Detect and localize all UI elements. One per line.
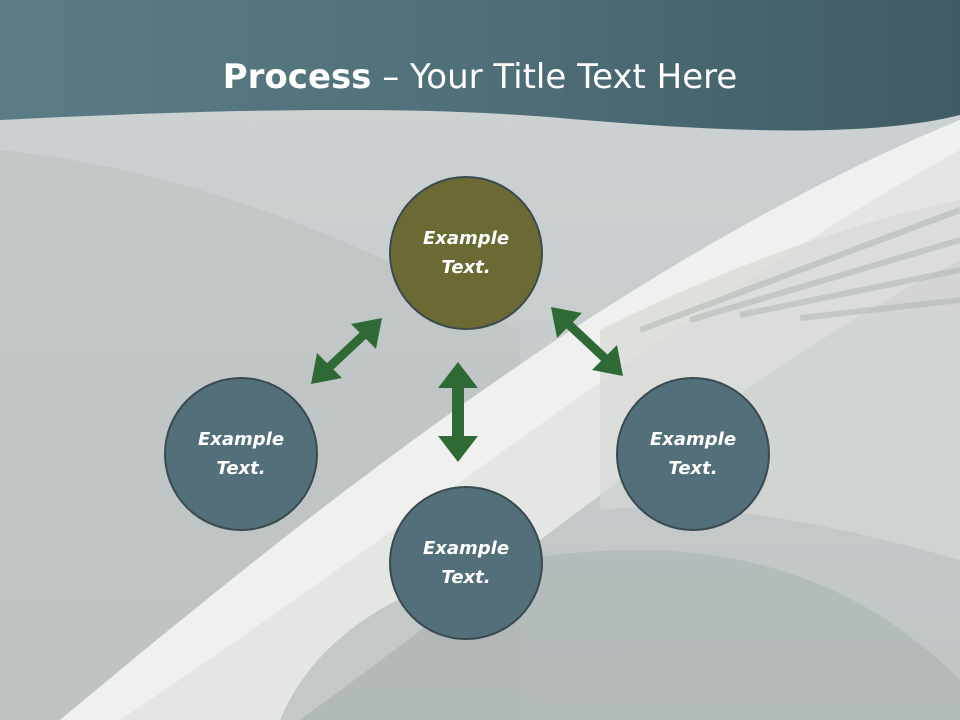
node-left-line2: Text.	[216, 458, 266, 479]
node-bottom-line1: Example	[422, 538, 510, 559]
page-title: Process – Your Title Text Here	[0, 52, 960, 102]
node-left-line1: Example	[197, 429, 285, 450]
node-top-line1: Example	[422, 228, 510, 249]
node-right-line2: Text.	[668, 458, 718, 479]
title-bold: Process	[222, 57, 372, 97]
node-bottom-line2: Text.	[441, 567, 491, 588]
node-top-line2: Text.	[441, 257, 491, 278]
node-right-line1: Example	[649, 429, 737, 450]
title-rest: – Your Title Text Here	[371, 57, 738, 97]
